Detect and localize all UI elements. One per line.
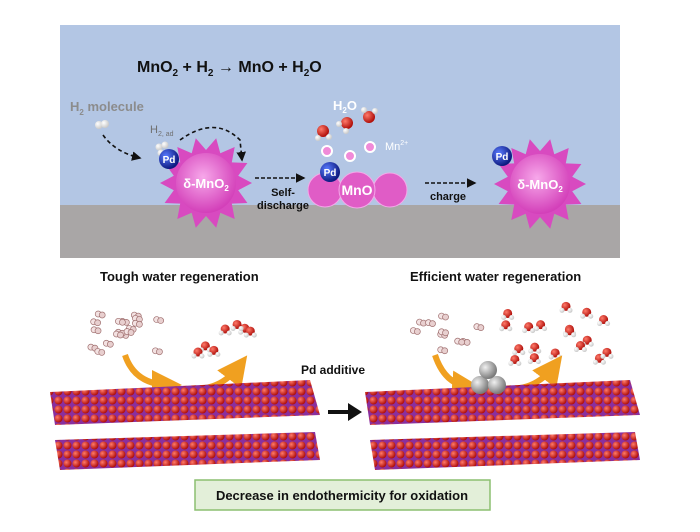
- self-discharge-label-2: discharge: [257, 200, 309, 212]
- water-cluster-icon: [191, 319, 257, 359]
- transition-arrow: [328, 403, 362, 421]
- conclusion-box: [194, 479, 491, 511]
- adsorption-arrow: [102, 134, 142, 161]
- left-title: Tough water regeneration: [100, 269, 259, 284]
- self-discharge-label-1: Self-: [271, 187, 295, 199]
- svg-text:Pd: Pd: [324, 168, 337, 179]
- mno2-label: δ-MnO2: [517, 177, 563, 194]
- pd-particle: Pd: [320, 162, 340, 182]
- reaction-equation: MnO2 + H2 → MnO + H2O: [137, 59, 322, 79]
- pd-additive-label: Pd additive: [301, 363, 365, 377]
- pd-particle: Pd: [159, 149, 179, 169]
- mn2-ions-icon: [321, 141, 376, 162]
- mno-particle: MnO: [307, 171, 408, 209]
- delta-mno2-particle: δ-MnO2: [160, 138, 252, 228]
- h2-adsorbed-label: H2, ad: [150, 124, 174, 138]
- mno-label: MnO: [341, 182, 372, 198]
- conclusion-text: Decrease in endothermicity for oxidation: [216, 488, 468, 503]
- reaction-arrow: [122, 353, 182, 400]
- mno2-layers-right: [365, 380, 640, 470]
- h2o-label: H2O: [333, 98, 357, 115]
- charge-label: charge: [430, 191, 466, 203]
- mn2-ion-label: Mn2+: [385, 140, 408, 153]
- spillover-arrow: [179, 126, 246, 162]
- pd-particle: Pd: [492, 146, 512, 166]
- top-panel: MnO2 + H2 → MnO + H2O H2 molecule H2, ad…: [60, 25, 620, 258]
- h2-molecule-icon: [95, 120, 109, 129]
- h2-cluster-icon: [87, 310, 165, 356]
- right-title: Efficient water regeneration: [410, 269, 581, 284]
- h2-cluster-icon: [409, 312, 485, 355]
- water-molecules-icon: [315, 107, 378, 141]
- bottom-panel: Tough water regeneration Efficient water…: [50, 269, 640, 511]
- pd-cluster-icon: [471, 361, 506, 394]
- mno2-label: δ-MnO2: [183, 176, 229, 193]
- delta-mno2-particle: δ-MnO2: [494, 139, 586, 229]
- svg-text:Pd: Pd: [163, 155, 176, 166]
- reaction-arrow: [432, 353, 482, 401]
- h2-molecule-label: H2 molecule: [70, 99, 144, 117]
- mno2-layers-left: [50, 380, 320, 470]
- water-cluster-icon: [499, 301, 614, 366]
- svg-text:Pd: Pd: [496, 152, 509, 163]
